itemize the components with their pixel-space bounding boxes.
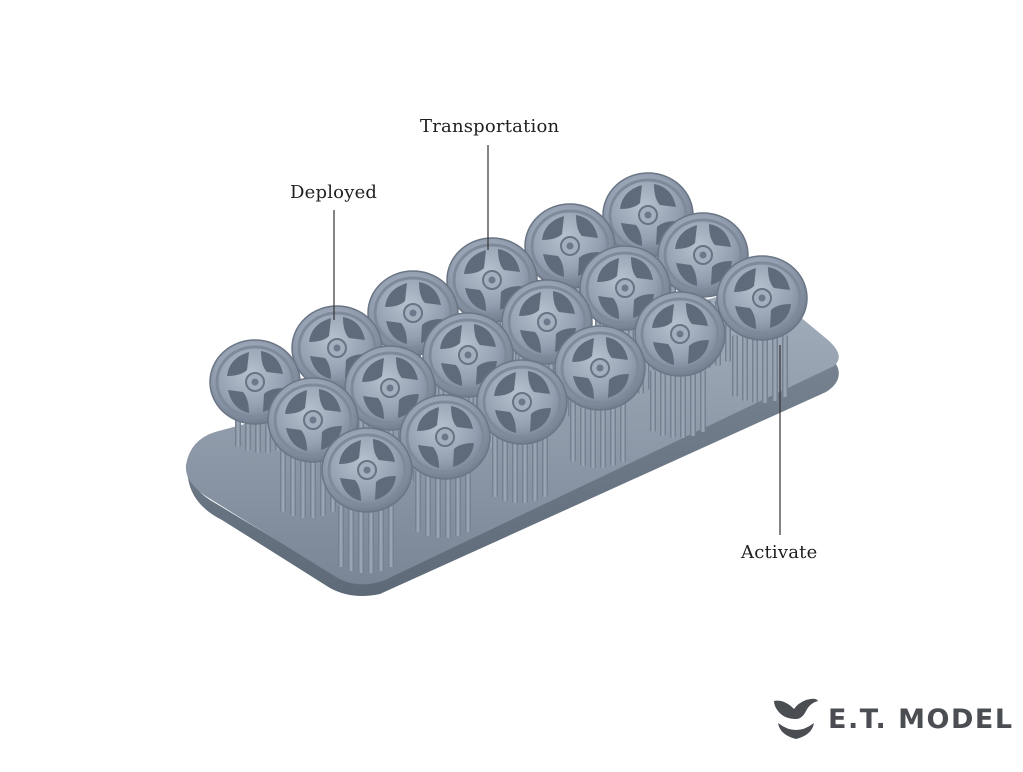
callout-activate: Activate (741, 542, 818, 563)
brand-logo: E.T. MODEL (772, 697, 1014, 741)
et-model-logo-icon (774, 698, 818, 739)
brand-name: E.T. MODEL (828, 703, 1014, 735)
callout-deployed: Deployed (290, 182, 378, 203)
callout-transportation: Transportation (420, 116, 560, 137)
